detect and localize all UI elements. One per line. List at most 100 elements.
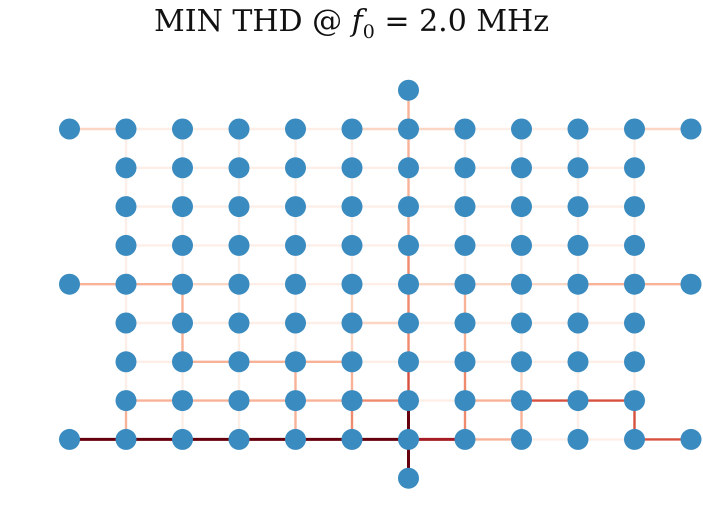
graph-node bbox=[228, 390, 250, 412]
graph-node bbox=[567, 118, 589, 140]
graph-node bbox=[511, 118, 532, 140]
graph-node bbox=[59, 273, 80, 295]
graph-node bbox=[454, 157, 476, 179]
graph-node bbox=[115, 428, 137, 450]
graph-node bbox=[285, 157, 306, 179]
title-prefix: MIN THD @ bbox=[154, 4, 352, 39]
title-subscript: 0 bbox=[362, 21, 375, 43]
graph-node bbox=[285, 196, 306, 218]
graph-node bbox=[511, 273, 532, 295]
graph-node bbox=[398, 234, 419, 256]
graph-node bbox=[454, 273, 476, 295]
graph-node bbox=[341, 234, 363, 256]
graph-node bbox=[567, 196, 589, 218]
graph-node bbox=[228, 312, 250, 334]
graph-node bbox=[454, 234, 476, 256]
graph-node bbox=[228, 234, 250, 256]
graph-node bbox=[398, 428, 419, 450]
graph-node bbox=[454, 390, 476, 412]
graph-node bbox=[341, 196, 363, 218]
graph-node bbox=[172, 118, 193, 140]
graph-node bbox=[341, 157, 363, 179]
graph-node bbox=[454, 351, 476, 373]
graph-node bbox=[172, 273, 193, 295]
graph-node bbox=[228, 273, 250, 295]
graph-node bbox=[341, 118, 363, 140]
graph-node bbox=[398, 273, 419, 295]
graph-node bbox=[624, 312, 645, 334]
graph-node bbox=[398, 196, 419, 218]
graph-node bbox=[115, 273, 137, 295]
graph-node bbox=[567, 234, 589, 256]
graph-node bbox=[172, 157, 193, 179]
graph-node bbox=[172, 312, 193, 334]
graph-node bbox=[285, 351, 306, 373]
title-suffix: = 2.0 MHz bbox=[374, 4, 549, 39]
graph-node bbox=[285, 273, 306, 295]
graph-node bbox=[624, 118, 645, 140]
graph-node bbox=[228, 118, 250, 140]
graph-node bbox=[567, 157, 589, 179]
graph-node bbox=[454, 196, 476, 218]
graph-node bbox=[680, 428, 702, 450]
graph-node bbox=[398, 118, 419, 140]
graph-node bbox=[285, 390, 306, 412]
graph-node bbox=[680, 273, 702, 295]
title-variable: f bbox=[351, 4, 363, 39]
graph-node bbox=[398, 157, 419, 179]
graph-node bbox=[511, 157, 532, 179]
graph-node bbox=[341, 312, 363, 334]
graph-node bbox=[511, 234, 532, 256]
graph-node bbox=[341, 351, 363, 373]
graph-node bbox=[341, 273, 363, 295]
graph-node bbox=[624, 351, 645, 373]
graph-node bbox=[454, 428, 476, 450]
graph-node bbox=[115, 196, 137, 218]
graph-node bbox=[228, 351, 250, 373]
graph-node bbox=[115, 234, 137, 256]
graph-node bbox=[511, 351, 532, 373]
graph-node bbox=[511, 312, 532, 334]
graph-node bbox=[567, 312, 589, 334]
graph-node bbox=[567, 351, 589, 373]
graph-node bbox=[115, 157, 137, 179]
graph-node bbox=[172, 196, 193, 218]
graph-node bbox=[115, 390, 137, 412]
graph-node bbox=[285, 234, 306, 256]
graph-node bbox=[680, 118, 702, 140]
graph-node bbox=[454, 312, 476, 334]
graph-node bbox=[624, 234, 645, 256]
graph-node bbox=[172, 234, 193, 256]
graph-node bbox=[624, 196, 645, 218]
graph-node bbox=[115, 118, 137, 140]
graph-node bbox=[115, 351, 137, 373]
graph-node bbox=[398, 390, 419, 412]
graph-node bbox=[341, 390, 363, 412]
graph-node bbox=[398, 312, 419, 334]
graph-node bbox=[59, 428, 80, 450]
graph-node bbox=[398, 467, 419, 489]
graph-node bbox=[511, 390, 532, 412]
graph-node bbox=[228, 428, 250, 450]
graph-node bbox=[624, 390, 645, 412]
graph-node bbox=[285, 118, 306, 140]
edges-layer bbox=[68, 88, 693, 480]
graph-node bbox=[172, 390, 193, 412]
graph-node bbox=[511, 196, 532, 218]
chart-title: MIN THD @ f0 = 2.0 MHz bbox=[0, 4, 703, 43]
graph-node bbox=[228, 157, 250, 179]
graph-node bbox=[341, 428, 363, 450]
graph-node bbox=[398, 351, 419, 373]
graph-node bbox=[172, 428, 193, 450]
graph-node bbox=[567, 390, 589, 412]
graph-node bbox=[567, 428, 589, 450]
graph-node bbox=[398, 79, 419, 101]
graph-node bbox=[115, 312, 137, 334]
graph-node bbox=[624, 428, 645, 450]
graph-node bbox=[172, 351, 193, 373]
graph-node bbox=[285, 428, 306, 450]
graph-node bbox=[511, 428, 532, 450]
graph-node bbox=[59, 118, 80, 140]
